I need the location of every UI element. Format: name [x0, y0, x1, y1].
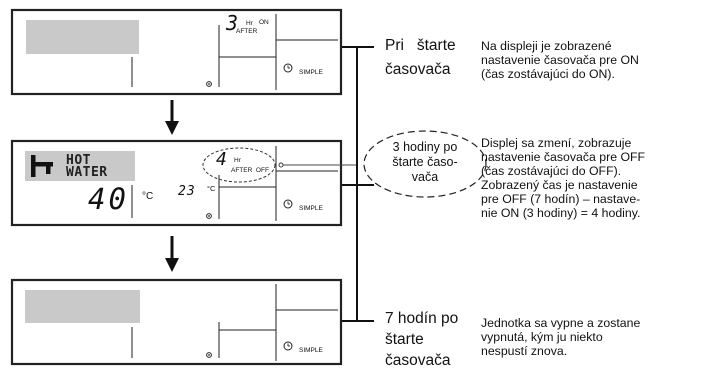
- stage-1-desc-line-2: nastavenie časovača pre ON: [481, 53, 639, 67]
- clock-icon: [283, 341, 293, 351]
- display-panel-bottom: [10, 278, 343, 366]
- stage-3-desc-line-3: nespustí znova.: [481, 344, 568, 358]
- mode-line-2: WATER: [66, 165, 108, 180]
- stage-2-desc-line-5: pre OFF (7 hodín) – nastave-: [481, 192, 641, 206]
- stage-1-title-line-2: časovača: [385, 61, 451, 78]
- stage-3-title-line-3: časovača: [385, 352, 451, 369]
- stage-2-desc-line-2: nastavenie časovača pre OFF: [481, 150, 646, 164]
- timer-hours-value: 3: [226, 11, 239, 35]
- water-temperature: 40: [88, 182, 129, 216]
- down-arrow-2: [165, 236, 179, 272]
- bubble-line-2: štarte časo-: [392, 155, 458, 169]
- room-temperature: 23: [178, 184, 196, 199]
- hot-water-tap-icon: [31, 155, 53, 177]
- stage-1-desc-line-3: (čas zostávajúci do ON).: [481, 67, 615, 81]
- stage-3-desc-line-2: vypnutá, kým ju niekto: [481, 330, 603, 344]
- room-temp-unit: °C: [207, 184, 216, 193]
- after-label: AFTER: [236, 28, 258, 35]
- simple-label: SIMPLE: [299, 205, 323, 212]
- after-off-label: AFTER OFF: [231, 167, 269, 174]
- down-arrow-1: [165, 100, 179, 135]
- stage-2-desc-line-3: (čas zostávajúci do OFF).: [481, 164, 622, 178]
- hr-label: Hr: [234, 157, 241, 164]
- stage-2-desc-line-6: nie ON (3 hodiny) = 4 hodiny.: [481, 206, 641, 220]
- simple-label: SIMPLE: [299, 69, 323, 76]
- timer-highlight-ellipse: [202, 147, 276, 183]
- on-label: ON: [259, 19, 269, 26]
- stage-2-desc-line-1: Displej sa zmení, zobrazuje: [481, 136, 632, 150]
- clock-icon: [283, 199, 293, 209]
- mode-line-1: HOT: [66, 153, 91, 168]
- bubble-line-3: vača: [411, 170, 439, 184]
- clock-icon: [283, 63, 293, 73]
- lcd-segment-block: [26, 20, 139, 54]
- display-panel-middle: [10, 139, 357, 227]
- lcd-segment-block: [25, 290, 140, 323]
- stage-3-desc-line-1: Jednotka sa vypne a zostane: [481, 316, 641, 330]
- timer-hours-value: 4: [216, 149, 227, 170]
- stage-3-title-line-2: štarte: [385, 331, 424, 348]
- water-temp-unit: °C: [142, 191, 154, 202]
- timeline: [342, 46, 374, 322]
- bubble-line-1: 3 hodiny po: [392, 140, 458, 154]
- display-panel-top: [10, 8, 343, 96]
- simple-label: SIMPLE: [299, 347, 323, 354]
- elapsed-time-bubble: [363, 130, 487, 198]
- stage-1-title-line-1: Pri štarte: [385, 37, 456, 54]
- stage-1-desc-line-1: Na displeji je zobrazené: [481, 39, 612, 53]
- hr-label: Hr: [246, 20, 253, 27]
- stage-3-title-line-1: 7 hodín po: [385, 310, 459, 327]
- stage-2-desc-line-4: Zobrazený čas je nastavenie: [481, 178, 638, 192]
